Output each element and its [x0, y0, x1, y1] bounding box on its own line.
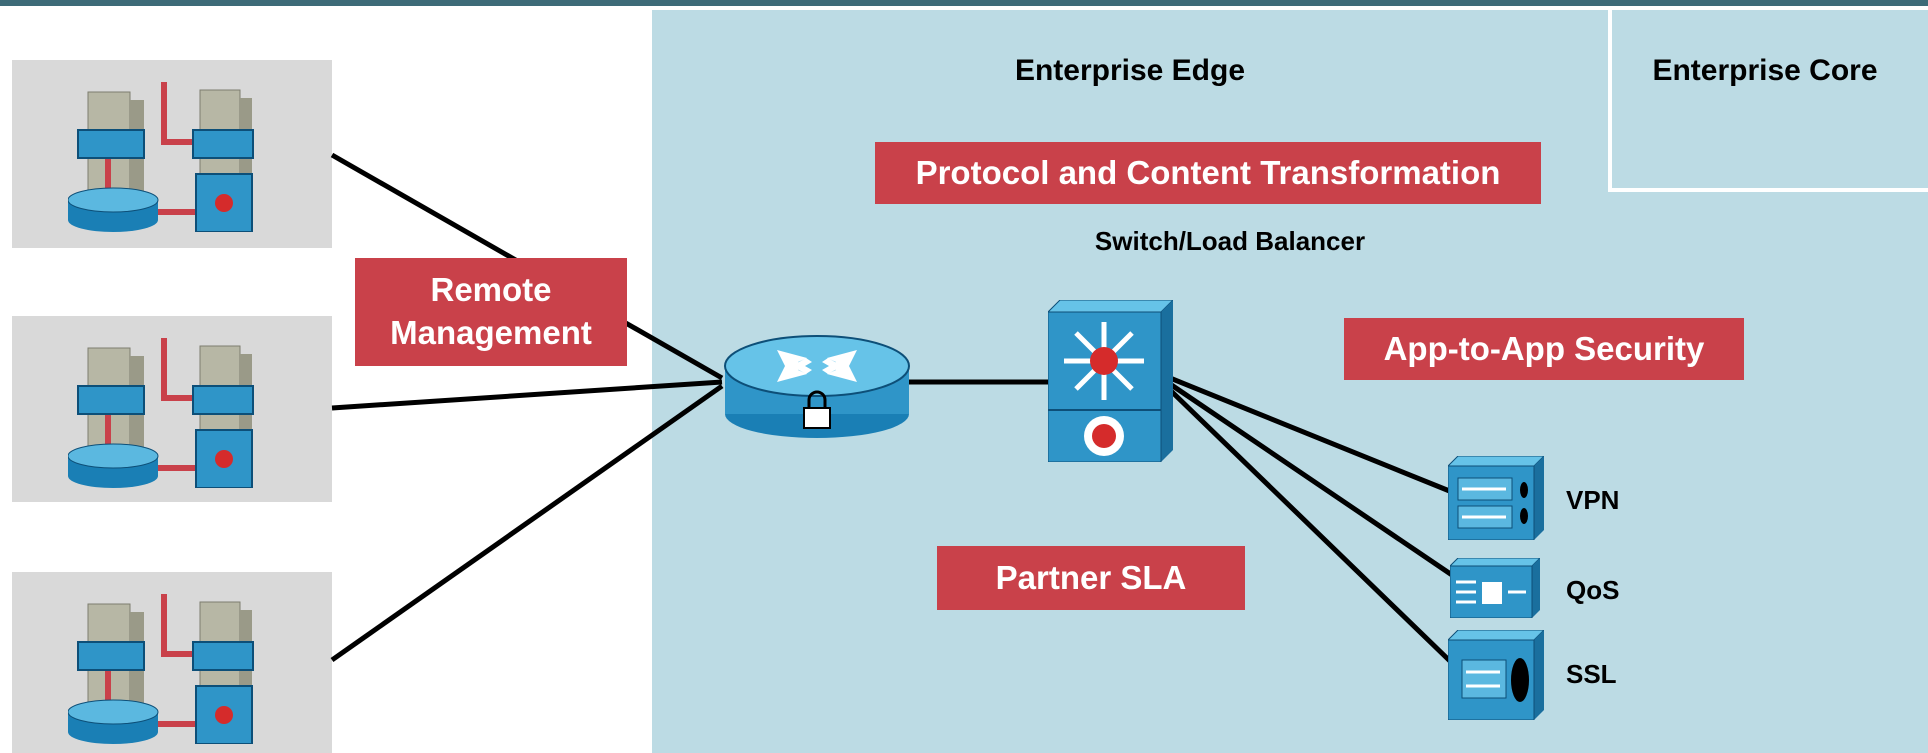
ssl-offload-icon: [1448, 630, 1544, 720]
vpn-label: VPN: [1566, 485, 1620, 515]
branch-site-1: [12, 60, 332, 248]
branch-site-icon: [68, 338, 254, 488]
lock-icon: [803, 390, 831, 429]
enterprise-core-label: Enterprise Core: [1652, 54, 1878, 87]
qos-label: QoS: [1566, 575, 1620, 605]
ssl-label: SSL: [1566, 659, 1617, 689]
partner-sla-callout: Partner SLA: [937, 546, 1245, 610]
qos-icon: [1450, 558, 1540, 618]
enterprise-core-zone: [1608, 10, 1928, 192]
vpn-concentrator-icon: [1448, 456, 1544, 540]
switch-load-balancer-label: Switch/Load Balancer: [1094, 226, 1366, 256]
branch-site-icon: [68, 82, 254, 232]
app-security-callout: App-to-App Security: [1344, 318, 1744, 380]
multilayer-switch-icon: [1048, 300, 1173, 462]
protocol-callout: Protocol and Content Transformation: [875, 142, 1541, 204]
enterprise-edge-label: Enterprise Edge: [1014, 54, 1246, 87]
router-icon: [724, 335, 910, 438]
top-bar: [0, 0, 1928, 6]
branch-site-icon: [68, 594, 254, 744]
remote-management-callout: Remote Management: [355, 258, 627, 366]
